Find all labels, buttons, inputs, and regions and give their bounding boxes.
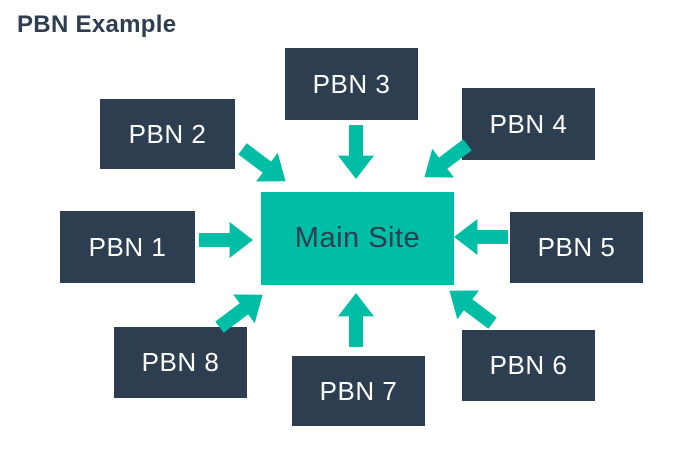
node-pbn-4: PBN 4: [462, 88, 595, 160]
arrow-pbn6-to-main-icon: [449, 290, 497, 329]
arrow-pbn7-to-main-icon: [338, 293, 374, 347]
arrow-pbn8-to-main-icon: [215, 294, 263, 333]
node-pbn-6: PBN 6: [462, 330, 595, 401]
node-pbn-2: PBN 2: [100, 99, 235, 169]
arrow-pbn1-to-main-icon: [199, 222, 253, 258]
node-pbn-8: PBN 8: [114, 327, 247, 398]
arrow-pbn4-to-main-icon: [424, 139, 472, 178]
arrow-pbn5-to-main-icon: [454, 219, 508, 255]
node-pbn-7: PBN 7: [292, 356, 425, 426]
diagram-title: PBN Example: [17, 11, 177, 38]
node-pbn-5: PBN 5: [510, 212, 643, 283]
node-pbn-3: PBN 3: [285, 48, 418, 120]
node-pbn-1: PBN 1: [60, 211, 195, 283]
arrow-pbn2-to-main-icon: [238, 143, 286, 182]
node-main-site: Main Site: [261, 192, 454, 285]
arrow-pbn3-to-main-icon: [338, 125, 374, 179]
